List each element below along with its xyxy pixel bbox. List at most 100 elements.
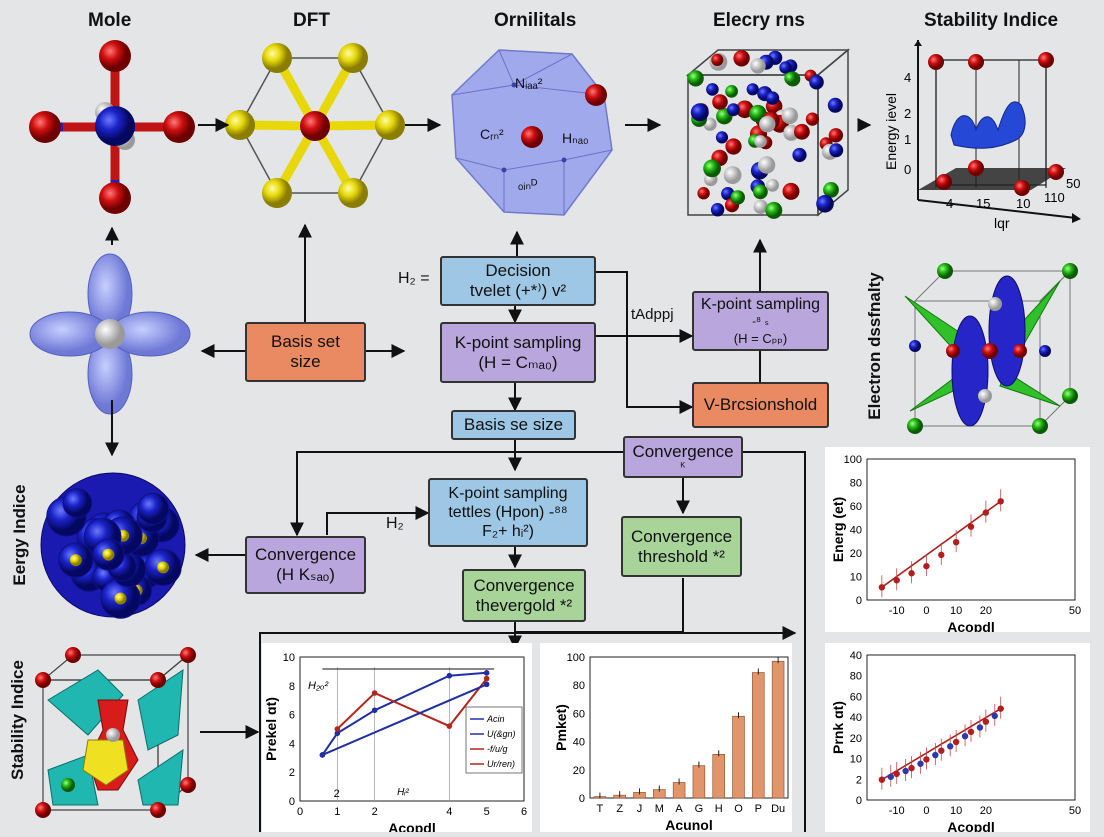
lattice-atom [710,203,725,217]
scatter-bottom-point [967,728,975,736]
scatter-bottom-xtick: 10 [950,805,962,817]
basis-small-box[interactable]: Basis se size [451,410,576,440]
lattice-atom [687,70,704,87]
decision-box[interactable]: Decision tvelet (+*⁾) v² [440,256,596,306]
scatter-top-point [952,538,960,546]
adopt-label: tAdppj [631,306,674,323]
h2-mid-label: H₂ [386,515,404,532]
scatter-bottom-point [961,733,969,740]
cluster-atom [137,492,170,525]
kpoint-right-box[interactable]: K-point sampling -⁸ ₛ (H = Cₚₚ) [692,291,829,351]
scatter-bottom-xtick: -10 [889,805,905,817]
scatter-top-point [908,570,915,577]
line-chart-series-0 [321,671,487,756]
header-mole: Mole [88,10,132,31]
bar-chart-category: J [637,803,643,815]
basis-set-box[interactable]: Basis set size [245,322,366,382]
line-chart-point [319,752,326,758]
scatter-bottom-ylabel: Prnk ɑt) [830,701,846,754]
scatter-bottom-point [893,770,900,778]
lattice-atom [805,112,819,126]
lattice-atom [690,103,709,122]
electron-lattice-illustration [685,48,851,219]
scatter-bottom-point [947,743,954,750]
bar-chart-bar [752,672,765,799]
lattice-atom [757,156,776,174]
line-chart-legend-label: -f/u/g [487,744,508,754]
line-chart-xlabel: Acopdl [388,820,435,832]
stability-ytick: 4 [904,70,911,85]
convergence-threshold-box[interactable]: Convergence threshold *² [621,516,742,577]
lattice-atom [765,91,780,105]
lattice-atom [829,143,844,158]
bar-chart-category: P [755,803,762,815]
basis-small-label: Basis se size [463,415,564,434]
scatter-bottom-ytick: 10 [850,754,862,766]
line-chart-legend-label: U(&gn) [487,729,516,739]
scatter-bottom-ytick: 80 [850,671,862,683]
scatter-bottom-ytick: 40 [850,712,862,724]
convergence-small-title: Convergence [632,442,734,461]
kpoint-lower-box[interactable]: K-point sampling tettles (Hpon) -⁸⁸ F₂+ … [428,478,588,547]
stability-xtick: 10 [1016,196,1030,211]
bar-chart-category: M [655,803,664,815]
orbital-label-right: Hₙₐ₀ [562,130,589,146]
bar-chart-bar [712,753,725,799]
scatter-top-ytick: 60 [850,501,862,513]
bar-chart-ytick: 100 [567,652,585,664]
cluster-dopant [102,548,115,561]
lattice-atom [750,58,766,74]
line-chart-point [371,707,378,714]
kpoint-right-title: K-point sampling [700,295,821,313]
scatter-bottom-point [991,712,998,720]
line-chart-legend-label: Acin [486,714,505,724]
kpoint-center-box[interactable]: K-point sampling (H = Cₘₐ₀) [440,322,596,383]
lattice-atom [766,178,779,192]
bar-chart-category: Z [616,803,623,815]
bar-chart-ytick: 80 [573,680,585,692]
line-chart-ytick: 4 [289,738,295,750]
orbital-label-left: Cᵣₙ² [480,126,504,142]
scatter-bottom-ytick: 0 [856,795,862,807]
h2-equals-label: H₂ = [398,270,430,287]
scatter-bottom-point [917,760,924,767]
lattice-atom [759,116,776,133]
line-chart-xtick: 6 [521,806,527,818]
bar-chart-category: Du [771,803,785,815]
line-chart-ylabel: Prekel ɑt) [263,697,279,761]
line-chart-legend-label: Ur/ren) [487,759,515,769]
convergence-threshold-title: Convergence [630,526,733,546]
scatter-top-xtick: 50 [1069,605,1081,617]
convergence-left-box[interactable]: Convergence (H Kₛₐₒ) [245,536,366,594]
bar-chart-ytick: 60 [573,708,585,720]
line-chart-ytick: 2 [289,767,295,779]
orbital-label-bottom: ₒᵢₙᴰ [518,176,538,192]
scatter-top-ytick: 100 [844,454,862,466]
kpoint-lower-formula: F₂+ hᵢ²) [482,523,534,540]
convergence-small-box[interactable]: Convergence ᴷ [623,436,743,478]
lattice-atom [712,94,728,110]
cluster-dopant [69,554,82,567]
convergence-green-box[interactable]: Convergence thevergold *² [462,569,586,622]
scatter-bottom-ytick: 20 [850,733,862,745]
vthreshold-label: V-Brcsionshold [703,395,818,414]
stability-crystal-illustration [35,647,196,818]
scatter-bottom-xtick: 0 [923,805,929,817]
lattice-atom [736,100,754,119]
scatter-bottom-xtick: 20 [980,805,992,817]
kpoint-right-sub: -⁸ ₛ [752,313,769,328]
bar-chart-ytick: 40 [573,737,585,749]
bar-chart-category: G [695,803,704,815]
lattice-atom [715,131,729,144]
scatter-top-xtick: 20 [980,605,992,617]
decision-subtitle: tvelet (+*⁾) v² [469,281,567,300]
vthreshold-box[interactable]: V-Brcsionshold [692,382,829,428]
stability-ztick: 50 [1066,176,1080,191]
orbital-label-top: Nᵢₐₐ² [515,75,543,91]
scatter-top-xtick: 0 [923,605,929,617]
basis-set-line2: size [290,352,321,371]
